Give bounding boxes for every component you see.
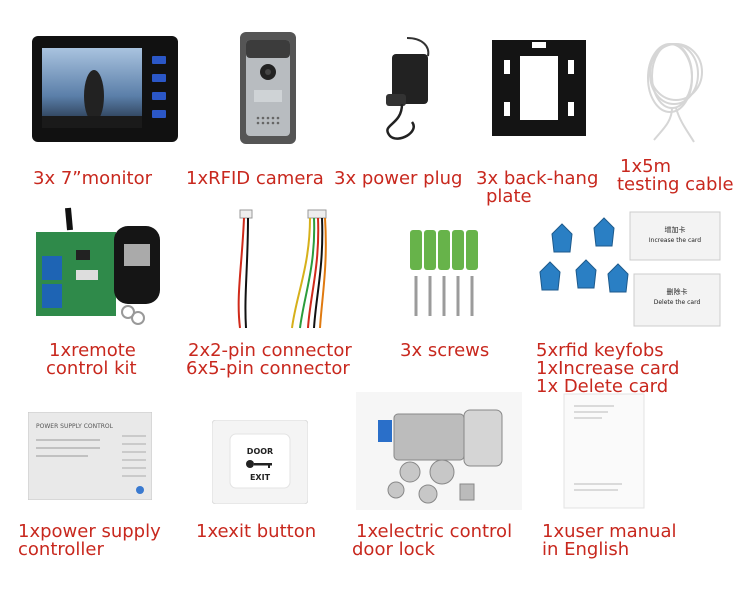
delete-card-cn-text: 删除卡 (667, 287, 688, 296)
testing-cable-label-2: testing cable (617, 174, 734, 195)
rfid-keyfobs-image: 增加卡 Increase the card 删除卡 Delete the car… (538, 208, 722, 334)
exit-text: EXIT (250, 473, 271, 482)
monitor-label: 3x 7”monitor (33, 168, 153, 189)
electric-door-lock-label-2: door lock (352, 539, 435, 560)
power-supply-controller-label-1: 1xpower supply (18, 521, 161, 542)
delete-card-text: Delete the card (654, 299, 701, 306)
screws-label: 3x screws (400, 340, 490, 361)
increase-card-cn-text: 增加卡 (665, 225, 686, 234)
power-plug-label: 3x power plug (334, 168, 463, 189)
power-plug-image (372, 36, 442, 140)
electric-door-lock-label-1: 1xelectric control (356, 521, 513, 542)
remote-control-kit-label-1: 1xremote (49, 340, 136, 361)
screws-image (402, 226, 482, 320)
back-hang-plate-label-2: plate (486, 186, 532, 207)
power-supply-panel-title: POWER SUPPLY CONTROL (36, 423, 114, 430)
pin-connectors-label-2: 6x5-pin connector (186, 358, 350, 379)
electric-door-lock-image (356, 392, 522, 510)
door-text: DOOR (247, 447, 273, 456)
testing-cable-image (632, 22, 712, 150)
rfid-camera-image (236, 32, 300, 144)
increase-card-text: Increase the card (649, 237, 701, 244)
power-supply-controller-image: POWER SUPPLY CONTROL (28, 412, 152, 500)
rfid-keyfobs-label-2: 1xIncrease card (536, 358, 680, 379)
rfid-keyfobs-label-1: 5xrfid keyfobs (536, 340, 664, 361)
rfid-keyfobs-label-3: 1x Delete card (536, 376, 669, 397)
remote-control-kit-image (28, 200, 168, 328)
remote-control-kit-label-2: control kit (46, 358, 137, 379)
rfid-camera-label: 1xRFID camera (186, 168, 324, 189)
monitor-image (32, 36, 178, 142)
exit-button-label: 1xexit button (196, 521, 317, 542)
key-icon (246, 460, 272, 468)
testing-cable-label-1: 1x5m (620, 156, 672, 177)
back-hang-plate-label-1: 3x back-hang (476, 168, 599, 189)
user-manual-label-1: 1xuser manual (542, 521, 677, 542)
power-supply-controller-label-2: controller (18, 539, 104, 560)
back-hang-plate-image (490, 38, 588, 138)
pin-connectors-label-1: 2x2-pin connector (188, 340, 352, 361)
pin-connectors-image (226, 206, 336, 332)
user-manual-label-2: in English (542, 539, 630, 560)
user-manual-image (562, 392, 646, 510)
exit-button-image: DOOR EXIT (212, 420, 308, 504)
